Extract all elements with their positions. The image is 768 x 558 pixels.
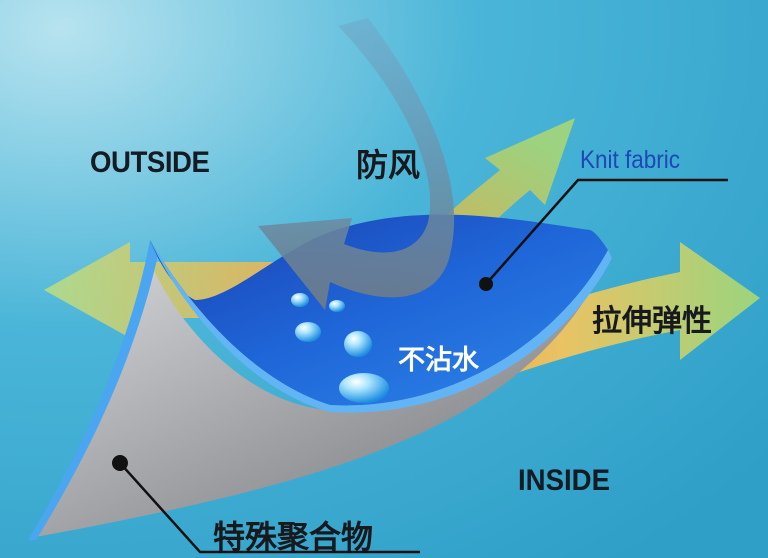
- windproof-label: 防风: [356, 146, 421, 184]
- water-droplet: [291, 293, 309, 307]
- knit-fabric-edge: [150, 240, 612, 413]
- windproof-arrow: [258, 18, 455, 310]
- membrane-edge: [28, 240, 158, 540]
- knit-fabric-layer: [150, 214, 608, 406]
- inside-label: INSIDE: [518, 464, 611, 497]
- water-droplet: [339, 373, 389, 403]
- water-droplet: [295, 322, 321, 342]
- outside-label: OUTSIDE: [90, 146, 210, 179]
- special-polymer-label: 特殊聚合物: [213, 518, 374, 556]
- water-droplet: [329, 300, 345, 312]
- water-repellent-label: 不沾水: [398, 345, 479, 376]
- polymer-leader-line: [119, 462, 420, 554]
- stretch-label: 拉伸弹性: [592, 304, 712, 339]
- knit-fabric-label: Knit fabric: [580, 146, 681, 174]
- polymer-layer: [30, 250, 610, 538]
- polymer-leader-dot: [112, 455, 128, 471]
- knit-leader-dot: [479, 277, 493, 291]
- knit-leader-line: [485, 178, 728, 285]
- water-droplet: [344, 331, 372, 357]
